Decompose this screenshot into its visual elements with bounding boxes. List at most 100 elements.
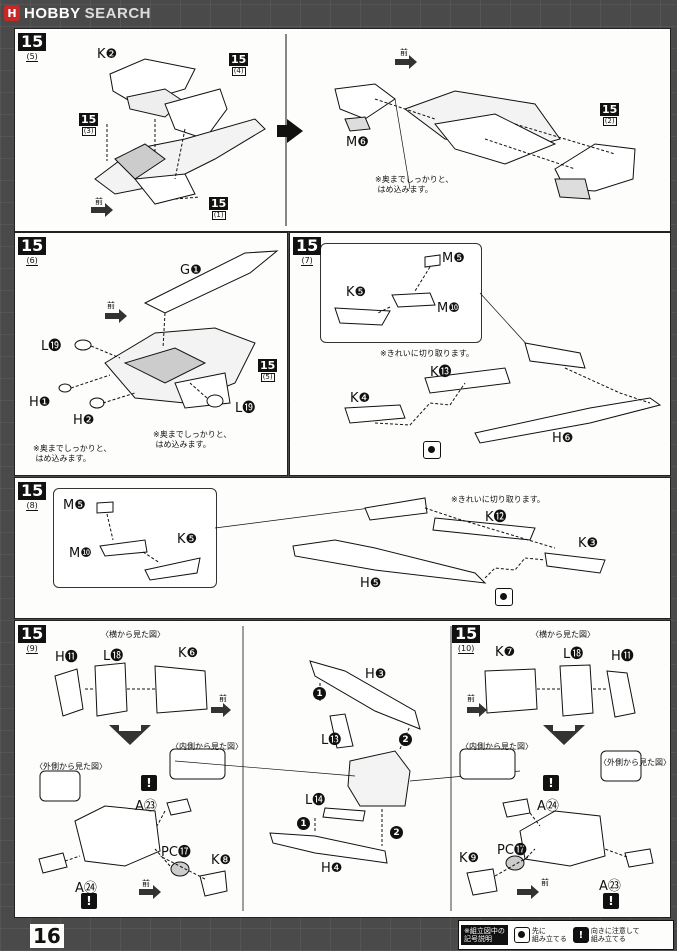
sequence-step-1: 1 bbox=[297, 817, 310, 830]
part-label-m10: M❿ bbox=[437, 301, 460, 316]
step-badge-15-6: 15 (6) bbox=[18, 237, 47, 266]
part-label-h3: H❸ bbox=[365, 667, 387, 682]
instruction-note: ※きれいに切り取ります。 bbox=[380, 349, 474, 358]
step-badge-15-10: 15 (10) bbox=[452, 625, 481, 654]
brand-name-2: SEARCH bbox=[84, 4, 152, 22]
part-label-l13: L⓭ bbox=[321, 733, 342, 748]
page-number: 16 bbox=[30, 924, 64, 948]
step-substep: (9) bbox=[26, 644, 38, 654]
part-label-k12: K⓬ bbox=[485, 510, 507, 525]
ref-badge-15-2: 15 (2) bbox=[600, 103, 620, 126]
part-label-l19: L⓳ bbox=[41, 339, 62, 354]
part-label-a24: A㉔ bbox=[537, 799, 559, 814]
part-label-l18: L⓲ bbox=[563, 647, 584, 662]
part-label-k4: K❹ bbox=[350, 391, 371, 406]
part-label-l19: L⓳ bbox=[235, 401, 256, 416]
step-panel-15-8: 15 (8) M❺ M❿ K❺ ※きれいに切り取ります。 K⓬ K❸ H❺ bbox=[14, 477, 671, 619]
instruction-note: ※奥までしっかりと、 はめ込みます。 bbox=[33, 444, 112, 463]
symbol-legend: ※組立図中の 記号説明 先に 組み立てる ! 向きに注意して 組み立てる bbox=[458, 920, 674, 950]
assemble-first-icon bbox=[513, 927, 530, 943]
part-label-k3: K❸ bbox=[578, 536, 599, 551]
ref-badge-15-5: 15 (5) bbox=[258, 359, 278, 382]
part-label-h11: H⓫ bbox=[611, 649, 634, 664]
view-caption: 〈内側から見た図〉 bbox=[171, 742, 243, 751]
legend-item-assemble-first: 先に 組み立てる bbox=[531, 927, 567, 943]
assemble-first-icon bbox=[423, 441, 441, 459]
view-caption: 〈横から見た図〉 bbox=[101, 630, 165, 639]
step-number: 15 bbox=[18, 33, 47, 51]
step-panel-15-7: 15 (7) M❺ K❺ M❿ ※きれいに切り取ります。 K⓭ K❹ H❻ bbox=[289, 232, 671, 476]
hobby-search-logo-icon: H bbox=[4, 5, 20, 21]
part-label-k9: K❾ bbox=[459, 851, 480, 866]
sequence-step-1: 1 bbox=[313, 687, 326, 700]
part-label-k8: K❽ bbox=[211, 853, 232, 868]
part-label-a24: A㉔ bbox=[75, 881, 97, 896]
legend-item-orientation: 向きに注意して 組み立てる bbox=[590, 927, 640, 943]
assembly-illustration-15-9-10 bbox=[38, 626, 654, 911]
view-caption: 〈外側から見た図〉 bbox=[35, 762, 107, 771]
ref-number: 15 bbox=[79, 113, 99, 126]
front-direction-label: 前 bbox=[400, 48, 408, 57]
front-direction-label: 前 bbox=[142, 879, 150, 888]
step-badge-15-9: 15 (9) bbox=[18, 625, 47, 654]
step-number: 15 bbox=[293, 237, 322, 255]
sequence-step-2: 2 bbox=[390, 826, 403, 839]
ref-number: 15 bbox=[229, 53, 249, 66]
view-caption: 〈外側から見た図〉 bbox=[599, 758, 671, 767]
front-direction-label: 前 bbox=[219, 694, 227, 703]
part-label-a23: A㉓ bbox=[135, 799, 157, 814]
part-label-m10: M❿ bbox=[69, 546, 92, 561]
step-number: 15 bbox=[18, 482, 47, 500]
step-substep: (7) bbox=[301, 256, 313, 266]
part-label-h6: H❻ bbox=[552, 431, 574, 446]
ref-substep: (5) bbox=[260, 373, 275, 382]
part-label-l18: L⓲ bbox=[103, 649, 124, 664]
orientation-warning-icon: ! bbox=[141, 775, 157, 791]
part-label-m5: M❺ bbox=[442, 251, 465, 266]
instruction-note: ※奥までしっかりと、 はめ込みます。 bbox=[153, 430, 232, 449]
part-label-k7: K❼ bbox=[495, 645, 516, 660]
front-direction-label: 前 bbox=[95, 197, 103, 206]
part-label-l14: L⓮ bbox=[305, 793, 326, 808]
part-label-k5: K❺ bbox=[346, 285, 367, 300]
view-caption: 〈内側から見た図〉 bbox=[461, 742, 533, 751]
step-badge-15-5: 15 (5) bbox=[18, 33, 47, 62]
step-badge-15-7: 15 (7) bbox=[293, 237, 322, 266]
part-label-g1: G❶ bbox=[180, 263, 202, 278]
part-label-a23: A㉓ bbox=[599, 879, 621, 894]
part-label-h2: H❷ bbox=[73, 413, 95, 428]
ref-substep: (3) bbox=[81, 127, 96, 136]
part-label-pc17: PC⓱ bbox=[497, 843, 527, 858]
ref-badge-15-3: 15 (3) bbox=[79, 113, 99, 136]
instruction-note: ※奥までしっかりと、 はめ込みます。 bbox=[375, 175, 454, 194]
assembly-illustration-15-6 bbox=[58, 250, 279, 409]
front-direction-label: 前 bbox=[541, 878, 549, 887]
assembly-illustration-15-8 bbox=[96, 497, 606, 584]
site-header: H HOBBY SEARCH bbox=[4, 3, 151, 23]
assembly-illustration-15-5 bbox=[91, 34, 636, 226]
ref-substep: (2) bbox=[602, 117, 617, 126]
assemble-first-icon bbox=[495, 588, 513, 606]
part-label-k6: K❻ bbox=[178, 646, 199, 661]
ref-substep: (1) bbox=[211, 211, 226, 220]
view-caption: 〈横から見た図〉 bbox=[531, 630, 595, 639]
step-number: 15 bbox=[18, 625, 47, 643]
step-panel-15-5: 15 (5) K❷ 15 (4) 15 (3) 15 (1) 前 前 M❻ 15… bbox=[14, 28, 671, 232]
step-substep: (6) bbox=[26, 256, 38, 266]
step-number: 15 bbox=[452, 625, 481, 643]
part-label-h5: H❺ bbox=[360, 576, 382, 591]
step-substep: (10) bbox=[457, 644, 475, 654]
sequence-step-2: 2 bbox=[399, 733, 412, 746]
front-direction-label: 前 bbox=[107, 301, 115, 310]
orientation-warning-icon: ! bbox=[543, 775, 559, 791]
part-label-m5: M❺ bbox=[63, 498, 86, 513]
orientation-warning-icon: ! bbox=[603, 893, 619, 909]
assembly-illustration-15-7 bbox=[334, 254, 662, 444]
ref-number: 15 bbox=[600, 103, 620, 116]
step-number: 15 bbox=[18, 237, 47, 255]
part-label-k13: K⓭ bbox=[430, 365, 452, 380]
instruction-note: ※きれいに切り取ります。 bbox=[451, 495, 545, 504]
ref-number: 15 bbox=[258, 359, 278, 372]
ref-badge-15-1: 15 (1) bbox=[209, 197, 229, 220]
